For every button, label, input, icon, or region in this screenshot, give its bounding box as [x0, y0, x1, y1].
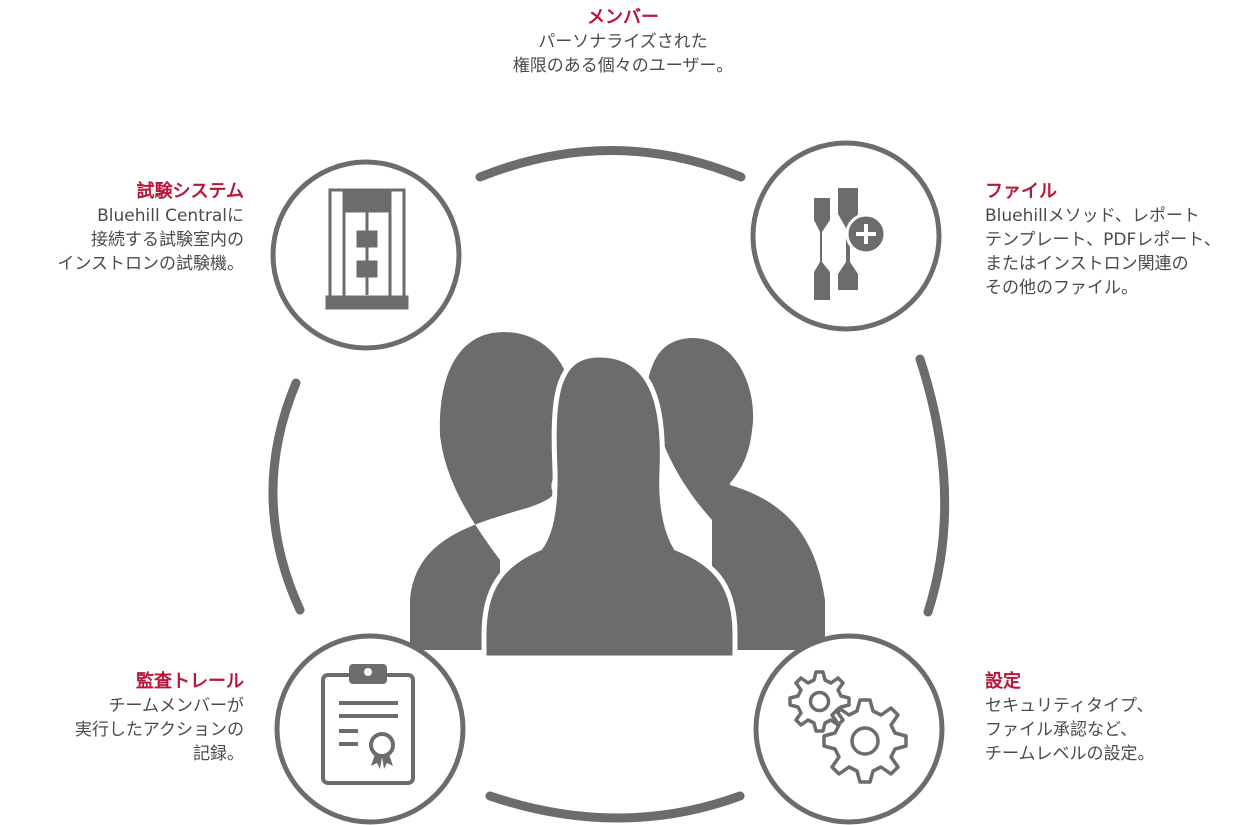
audit-trail-desc-line-1: チームメンバーが	[108, 696, 245, 716]
member-desc-line-2: 権限のある個々のユーザー。	[512, 56, 734, 76]
file-label: ファイル Bluehillメソッド、レポート テンプレート、PDFレポート、 ま…	[985, 180, 1221, 300]
ring-arc-right	[915, 354, 950, 617]
person-front	[481, 352, 738, 661]
test-system-desc-line-3: インストロンの試験機。	[57, 254, 244, 274]
settings-title: 設定	[985, 671, 1021, 692]
person-back-right	[648, 337, 825, 650]
ring-arc-bottom	[485, 791, 745, 823]
ring-arc-top	[475, 146, 746, 182]
settings-desc-line-1: セキュリティタイプ、	[985, 696, 1154, 716]
file-desc-line-2: テンプレート、PDFレポート、	[985, 230, 1221, 250]
test-system-desc-line-2: 接続する試験室内の	[91, 230, 244, 250]
testing-machine-icon	[325, 188, 409, 310]
member-label: メンバー パーソナライズされた 権限のある個々のユーザー。	[423, 6, 823, 78]
settings-label: 設定 セキュリティタイプ、 ファイル承認など、 チームレベルの設定。	[985, 670, 1155, 766]
team-people-icon	[410, 332, 825, 661]
person-back-left	[410, 332, 572, 650]
settings-desc-line-2: ファイル承認など、	[985, 720, 1138, 740]
member-desc-line-1: パーソナライズされた	[538, 32, 708, 52]
gears-icon	[788, 670, 908, 784]
node-circle-audit-trail	[274, 633, 466, 825]
test-system-desc-line-1: Bluehill Centralに	[97, 206, 244, 226]
audit-trail-desc-line-3: 記録。	[193, 744, 244, 764]
test-system-title: 試験システム	[136, 181, 244, 202]
ring-arcs	[268, 146, 950, 823]
audit-trail-label: 監査トレール チームメンバーが 実行したアクションの 記録。	[75, 670, 244, 766]
ring-arc-left	[268, 378, 305, 615]
member-title: メンバー	[587, 7, 659, 28]
test-system-label: 試験システム Bluehill Centralに 接続する試験室内の インストロ…	[57, 180, 244, 276]
file-add-icon	[814, 188, 887, 300]
file-desc-line-4: その他のファイル。	[985, 278, 1138, 298]
settings-desc-line-3: チームレベルの設定。	[985, 744, 1155, 764]
file-title: ファイル	[985, 181, 1057, 202]
file-desc-line-1: Bluehillメソッド、レポート	[985, 206, 1200, 226]
node-circle-settings	[753, 633, 945, 825]
audit-trail-desc-line-2: 実行したアクションの	[74, 720, 244, 740]
clipboard-certificate-icon	[321, 664, 415, 785]
audit-trail-title: 監査トレール	[136, 671, 244, 692]
file-desc-line-3: またはインストロン関連の	[985, 254, 1189, 274]
